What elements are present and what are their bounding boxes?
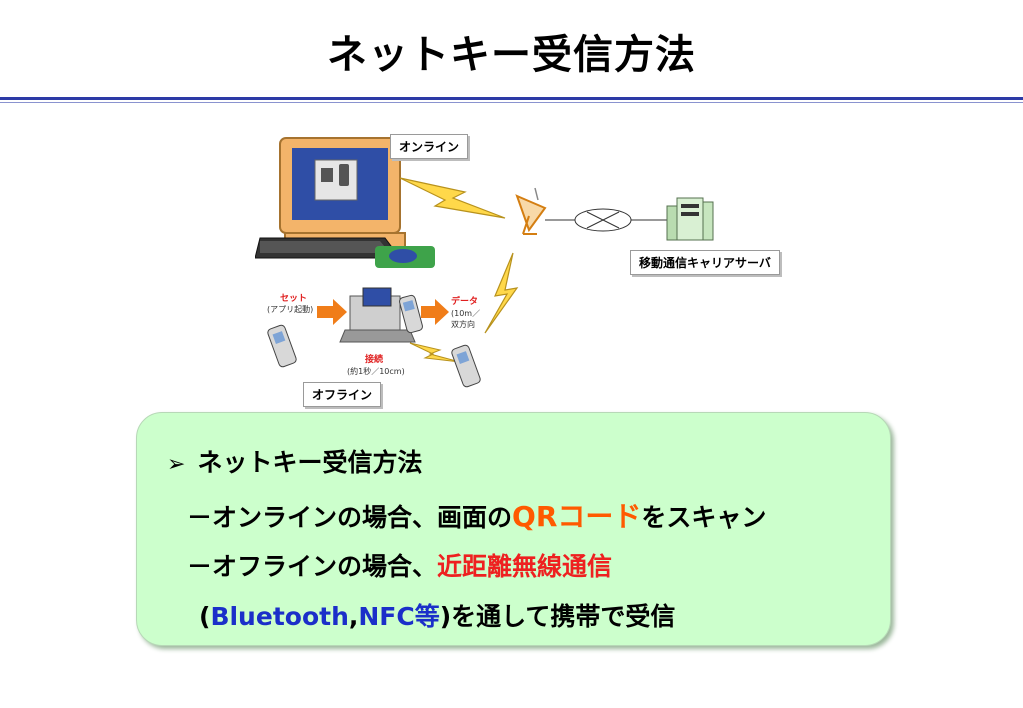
short-range-wireless-highlight: 近距離無線通信 [437,552,613,581]
connect-sublabel: (約1秒／10cm) [347,367,405,376]
online-method: －オンラインの場合、画面のQRコードをスキャン [187,495,766,535]
arrow-icon [421,299,449,325]
bullet-icon: ➢ [167,452,186,477]
panel-heading-text: ネットキー受信方法 [197,448,423,477]
title-rule [0,97,1023,100]
data-sublabel-2: 双方向 [451,320,475,329]
mobile-phone-icon [399,294,423,334]
set-sublabel: (アプリ起動) [267,305,314,314]
online-method-prefix: －オンラインの場合、画面の [187,503,513,532]
mobile-phone-icon [451,344,481,388]
nfc-text: NFC等 [358,602,440,631]
examples-open: ( [199,602,211,631]
desktop-computer-icon [254,137,435,268]
online-label: オンライン [390,134,469,159]
offline-method-detail: (Bluetooth,NFC等)を通して携帯で受信 [199,597,675,633]
carrier-server-label: 移動通信キャリアサーバ [630,250,780,275]
offline-method-prefix: －オフラインの場合、 [187,552,438,581]
examples-comma: , [348,602,359,631]
server-icon [666,197,714,241]
connect-label: 接続 [365,355,384,365]
data-sublabel: (10m／ [451,309,481,318]
qr-code-highlight: QRコード [512,500,642,533]
examples-suffix: )を通して携帯で受信 [439,602,676,631]
title-rule-thin [0,102,1023,103]
online-method-suffix: をスキャン [641,503,767,532]
antenna-icon [515,187,547,235]
offline-label: オフライン [303,382,382,407]
page-title: ネットキー受信方法 [327,32,696,78]
wireless-bolt-icon [484,252,519,334]
bluetooth-text: Bluetooth [210,602,349,631]
offline-method: －オフラインの場合、近距離無線通信 [187,547,612,583]
set-label: セット [280,294,308,304]
panel-heading: ➢ ネットキー受信方法 [167,443,422,479]
reception-diagram: オンライン 移動通信キャリアサーバ オフライン セット (アプリ起動) 接続 (… [254,128,835,418]
summary-panel: ➢ ネットキー受信方法 －オンラインの場合、画面のQRコードをスキャン －オフライ… [136,412,891,646]
arrow-icon [317,299,347,325]
diagram-illustration [254,137,714,388]
wireless-bolt-icon [399,177,506,219]
pos-terminal-icon [339,287,416,343]
mobile-phone-icon [267,324,297,368]
data-label: データ [451,297,479,307]
